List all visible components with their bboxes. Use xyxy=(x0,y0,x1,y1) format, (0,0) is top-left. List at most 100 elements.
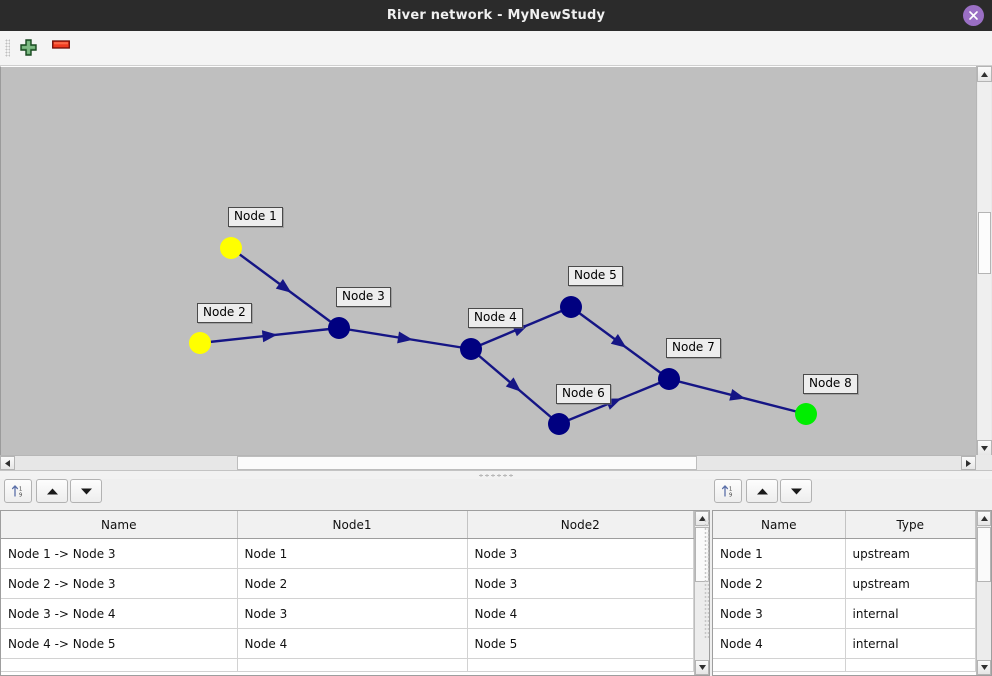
scroll-down-icon[interactable] xyxy=(977,440,992,456)
scroll-right-icon[interactable] xyxy=(961,456,976,470)
move-up-icon[interactable] xyxy=(36,479,68,503)
move-down-icon[interactable] xyxy=(70,479,102,503)
table-cell[interactable] xyxy=(237,658,468,672)
graph-node[interactable] xyxy=(220,237,242,259)
graph-node[interactable] xyxy=(658,368,680,390)
column-header[interactable]: Node1 xyxy=(237,511,468,539)
table-cell[interactable] xyxy=(1,658,238,672)
node-label[interactable]: Node 2 xyxy=(197,303,252,323)
move-down-icon[interactable] xyxy=(780,479,812,503)
node-label[interactable]: Node 4 xyxy=(468,308,523,328)
scroll-down-icon[interactable] xyxy=(977,660,991,675)
graph-horizontal-scrollbar[interactable] xyxy=(0,455,976,470)
reaches-toolbar: 1 9 xyxy=(0,479,710,509)
scroll-down-icon[interactable] xyxy=(695,660,709,675)
graph-hscroll-thumb[interactable] xyxy=(237,456,697,470)
edge-direction-arrow-icon xyxy=(505,377,522,392)
delete-minus-icon[interactable] xyxy=(52,39,72,57)
table-cell[interactable]: internal xyxy=(845,598,976,629)
table-cell[interactable]: Node 1 -> Node 3 xyxy=(1,538,238,569)
scroll-up-icon[interactable] xyxy=(977,511,991,526)
graph-node[interactable] xyxy=(560,296,582,318)
node-label[interactable]: Node 1 xyxy=(228,207,283,227)
table-cell[interactable] xyxy=(845,658,976,672)
table-row[interactable] xyxy=(1,658,694,672)
table-cell[interactable]: Node 4 -> Node 5 xyxy=(1,628,238,659)
tables-vertical-grip[interactable] xyxy=(704,519,709,639)
table-cell[interactable]: Node 3 xyxy=(713,598,846,629)
table-cell[interactable]: Node 3 -> Node 4 xyxy=(1,598,238,629)
node-label[interactable]: Node 6 xyxy=(556,384,611,404)
table-cell[interactable]: upstream xyxy=(845,568,976,599)
graph-node[interactable] xyxy=(460,338,482,360)
table-cell[interactable]: Node 1 xyxy=(237,538,468,569)
splitter-grip[interactable] xyxy=(478,474,514,477)
table-cell[interactable] xyxy=(713,658,846,672)
table-cell[interactable]: Node 3 xyxy=(237,598,468,629)
graph-node[interactable] xyxy=(795,403,817,425)
nodes-vertical-scrollbar[interactable] xyxy=(976,511,991,675)
column-header[interactable]: Name xyxy=(1,511,238,539)
svg-text:9: 9 xyxy=(19,493,22,498)
table-cell[interactable]: Node 1 xyxy=(713,538,846,569)
sort-icon[interactable]: 1 9 xyxy=(4,479,32,503)
nodes-toolbar: 1 9 xyxy=(712,479,992,509)
sort-icon[interactable]: 1 9 xyxy=(714,479,742,503)
graph-vscroll-thumb[interactable] xyxy=(978,212,991,274)
scroll-up-icon[interactable] xyxy=(977,66,992,82)
table-cell[interactable] xyxy=(467,658,694,672)
node-label[interactable]: Node 7 xyxy=(666,338,721,358)
table-cell[interactable]: Node 5 xyxy=(467,628,694,659)
table-cell[interactable]: Node 4 xyxy=(237,628,468,659)
node-label[interactable]: Node 8 xyxy=(803,374,858,394)
panel-splitter[interactable] xyxy=(0,470,992,480)
table-cell[interactable]: Node 3 xyxy=(467,538,694,569)
reaches-vertical-scrollbar[interactable] xyxy=(694,511,709,675)
scrollbar-corner xyxy=(976,455,992,470)
scroll-left-icon[interactable] xyxy=(0,456,15,470)
close-icon[interactable] xyxy=(963,5,984,26)
river-network-canvas[interactable]: Node 1 Node 2 Node 3 Node 4 Node 5 Node 6 Node… xyxy=(0,66,992,456)
graph-node[interactable] xyxy=(328,317,350,339)
table-cell[interactable]: Node 4 xyxy=(713,628,846,659)
node-label[interactable]: Node 3 xyxy=(336,287,391,307)
table-cell[interactable]: Node 3 xyxy=(467,568,694,599)
table-row[interactable] xyxy=(713,658,976,672)
nodes-vscroll-thumb[interactable] xyxy=(977,527,991,582)
edge-direction-arrow-icon xyxy=(397,331,413,344)
node-label[interactable]: Node 5 xyxy=(568,266,623,286)
table-cell[interactable]: Node 2 -> Node 3 xyxy=(1,568,238,599)
graph-node[interactable] xyxy=(548,413,570,435)
toolbar-grip[interactable] xyxy=(5,39,10,57)
column-header[interactable]: Name xyxy=(713,511,846,539)
network-graph[interactable] xyxy=(1,67,977,455)
move-up-icon[interactable] xyxy=(746,479,778,503)
edge-direction-arrow-icon xyxy=(275,279,292,293)
column-header[interactable]: Node2 xyxy=(467,511,694,539)
table-cell[interactable]: upstream xyxy=(845,538,976,569)
graph-node[interactable] xyxy=(189,332,211,354)
graph-vertical-scrollbar[interactable] xyxy=(976,66,992,456)
table-cell[interactable]: internal xyxy=(845,628,976,659)
table-cell[interactable]: Node 2 xyxy=(713,568,846,599)
table-cell[interactable]: Node 2 xyxy=(237,568,468,599)
column-header[interactable]: Type xyxy=(845,511,976,539)
table-cell[interactable]: Node 4 xyxy=(467,598,694,629)
add-plus-icon[interactable] xyxy=(20,39,40,57)
